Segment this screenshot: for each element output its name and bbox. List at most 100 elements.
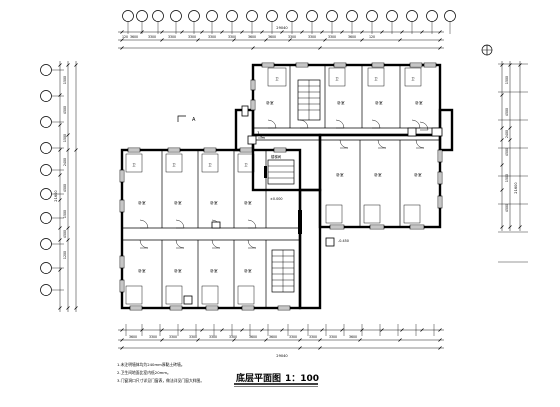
- axis-bubble-left: [40, 212, 52, 224]
- dimension-tick: [180, 30, 184, 34]
- dimension-tick: [500, 126, 504, 130]
- axis-bubble-left: [40, 188, 52, 200]
- axis-bubbles-right: [498, 63, 528, 263]
- dimension-value-top: 3300: [148, 35, 156, 39]
- dimension-value-right: 4500: [505, 148, 509, 156]
- dimension-chain-bottom: [118, 328, 444, 350]
- note-3: 3.门窗洞口尺寸详见门窗表，做法详见门窗大样图。: [117, 378, 204, 383]
- dimension-tick: [400, 328, 404, 332]
- dimension-tick: [500, 63, 504, 67]
- dimension-tick: [120, 30, 124, 34]
- room-label-bedroom: 卧室: [174, 268, 182, 273]
- dimension-tick: [518, 225, 522, 229]
- dimension-tick: [74, 148, 78, 152]
- dimension-value-right: 1500: [505, 174, 509, 182]
- axis-bubble-top: [306, 10, 318, 22]
- door-swing: [415, 139, 425, 149]
- axis-bubble-top: [226, 10, 238, 22]
- room-label-bedroom: 卧室: [138, 268, 146, 273]
- door-swing: [411, 119, 421, 129]
- general-notes: 1.未注明墙体均为240mm厚黏土砖墙。 2.卫生间地面比室内低20mm。 3.…: [117, 362, 204, 383]
- dimension-value-left: 1500: [63, 76, 67, 84]
- dimension-value-left: 2400: [63, 158, 67, 166]
- dimension-value-right: 2400: [505, 130, 509, 138]
- section-mark-a: A: [177, 115, 196, 123]
- dimension-value-bottom: 3300: [169, 335, 177, 339]
- dimension-value-left: 4500: [63, 184, 67, 192]
- dimension-tick: [66, 133, 70, 137]
- dimension-tick: [380, 328, 384, 332]
- room-label-bedroom: 卧室: [244, 200, 252, 205]
- stair-hall-label: 楼梯间: [271, 154, 282, 159]
- interior-partitions: [122, 65, 440, 308]
- door-swing: [299, 119, 309, 129]
- dimension-tick: [318, 338, 322, 342]
- door-swing: [175, 219, 185, 229]
- axis-bubble-left: [40, 116, 52, 128]
- dimension-tick: [500, 225, 504, 229]
- dimension-tick: [66, 306, 70, 310]
- dimension-tick: [160, 328, 164, 332]
- door-swings: [139, 119, 429, 249]
- dimension-tick: [438, 38, 442, 42]
- room-label-bedroom: 卧室: [337, 100, 345, 105]
- room-label-bedroom: 卧室: [414, 172, 422, 177]
- dimension-tick: [508, 138, 512, 142]
- dim-top-total: 29040: [276, 26, 288, 30]
- room-label-bedroom: 卧室: [210, 200, 218, 205]
- entry-marker: [481, 44, 493, 56]
- dimension-value-bottom: 3300: [229, 335, 237, 339]
- dimension-tick: [58, 238, 62, 242]
- dimension-tick: [438, 346, 442, 350]
- dimension-tick: [398, 338, 402, 342]
- dimension-value-top: 3600: [348, 35, 356, 39]
- dimension-tick: [140, 30, 144, 34]
- dimension-tick: [358, 338, 362, 342]
- dimension-value-top: 3300: [288, 35, 296, 39]
- dimension-tick: [74, 306, 78, 310]
- room-label-bedroom: 卧室: [138, 200, 146, 205]
- dimension-chain-top: [118, 30, 444, 50]
- dimension-tick: [300, 328, 304, 332]
- elevation-mark: ±0.000: [270, 197, 283, 201]
- dimension-tick: [66, 63, 70, 67]
- axis-bubble-top: [170, 10, 182, 22]
- axis-bubbles-left: [40, 64, 64, 296]
- note-2: 2.卫生间地面比室内低20mm。: [117, 370, 171, 375]
- dimension-tick: [140, 328, 144, 332]
- room-label-bedroom: 卧室: [336, 172, 344, 177]
- dimension-tick: [288, 38, 292, 42]
- dimension-value-left: 1200: [63, 251, 67, 259]
- dimension-value-bottom: 3300: [149, 335, 157, 339]
- dimension-tick: [120, 38, 124, 42]
- room-label-bedroom: 卧室: [375, 100, 383, 105]
- door-swing: [419, 121, 429, 131]
- dim-right-total: 21600: [514, 182, 518, 194]
- axis-bubble-top: [426, 10, 438, 22]
- dimension-tick: [323, 38, 327, 42]
- dimension-tick: [340, 328, 344, 332]
- note-1: 1.未注明墙体均为240mm厚黏土砖墙。: [117, 362, 185, 367]
- axis-bubble-top: [386, 10, 398, 22]
- axis-bubble-left: [40, 164, 52, 176]
- stair-hall: [267, 159, 295, 185]
- axis-bubbles-top: [122, 10, 456, 34]
- dimension-value-right: 4500: [505, 108, 509, 116]
- dimension-tick: [232, 38, 236, 42]
- dimension-tick: [220, 328, 224, 332]
- dimension-value-bottom: 3600: [129, 335, 137, 339]
- dimension-tick: [420, 30, 424, 34]
- drawing-title: 底层平面图 1：100: [234, 372, 319, 387]
- dimension-tick: [180, 328, 184, 332]
- axis-bubble-left: [40, 90, 52, 102]
- dimension-tick: [66, 148, 70, 152]
- dimension-tick: [500, 188, 504, 192]
- dimension-tick: [200, 328, 204, 332]
- dimension-value-top: 3600: [248, 35, 256, 39]
- dimension-tick: [251, 46, 255, 50]
- axis-bubble-top: [136, 10, 148, 22]
- dimension-value-bottom: 3300: [309, 335, 317, 339]
- building-walls: [120, 63, 454, 310]
- dimension-value-left: 4500: [63, 106, 67, 114]
